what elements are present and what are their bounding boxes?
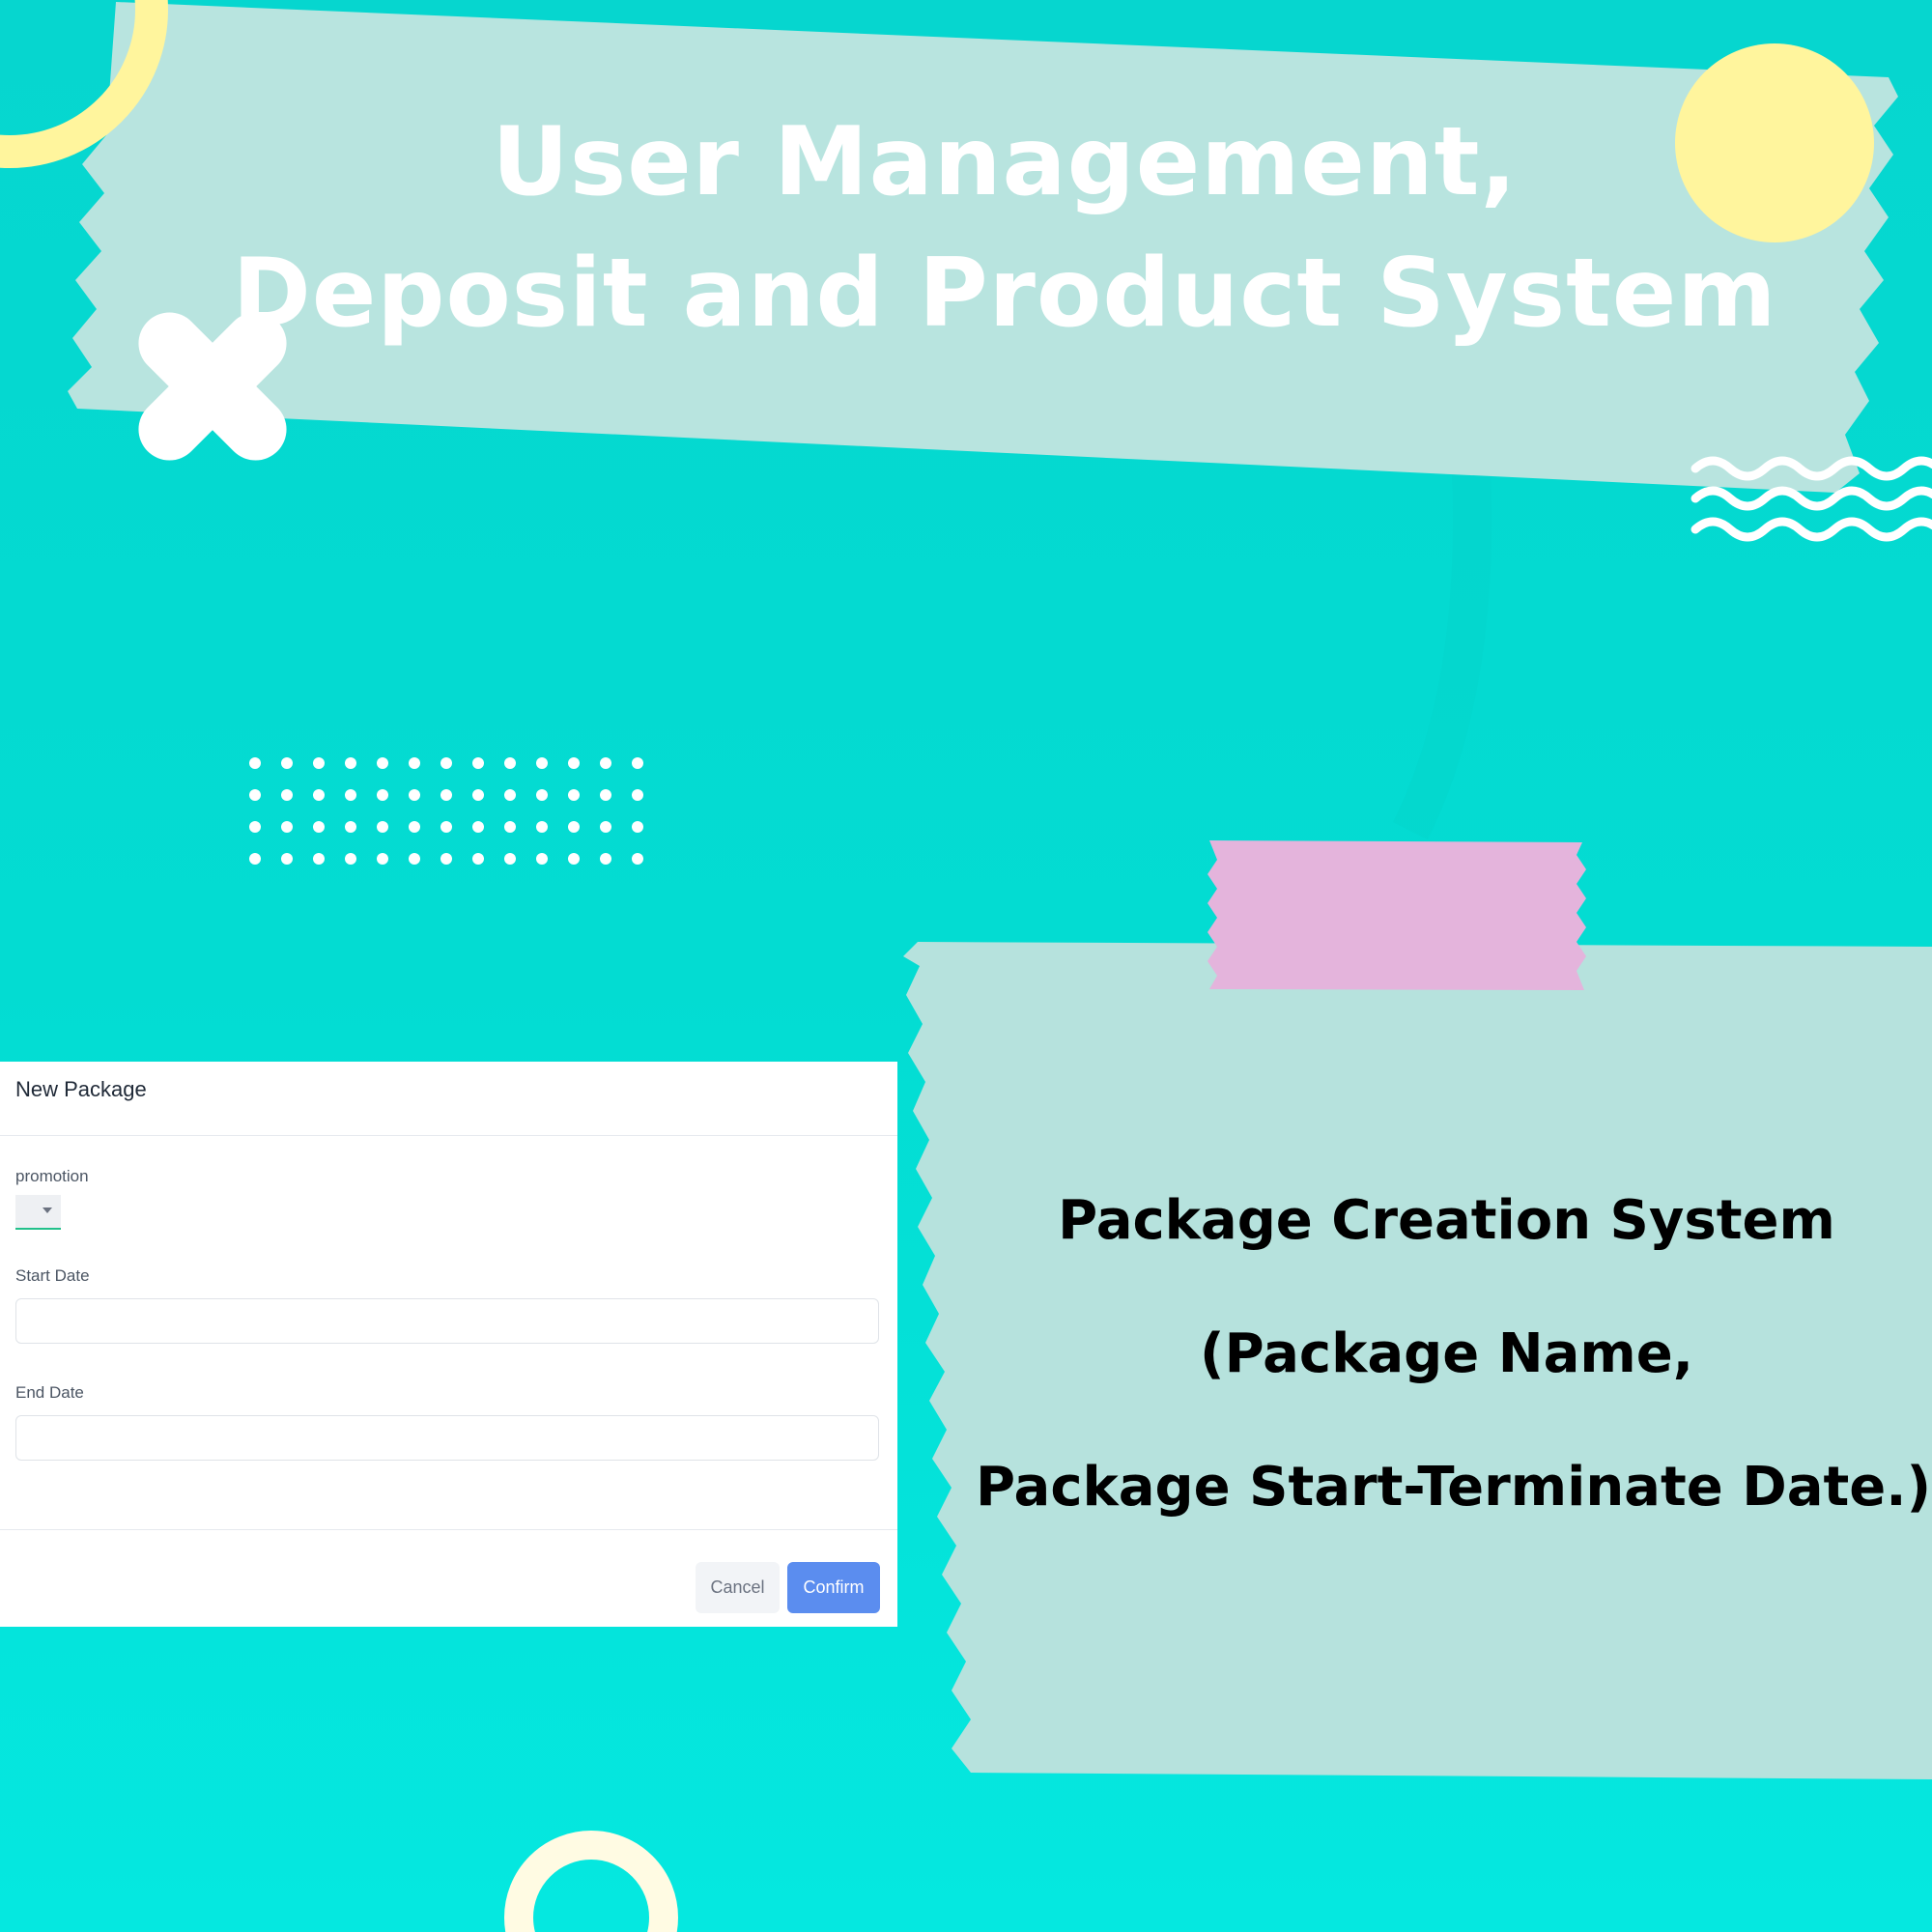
end-date-input[interactable] [15, 1415, 879, 1461]
white-wave-icon [1690, 456, 1932, 542]
title-line-1: User Management, [492, 107, 1518, 217]
note-paper [903, 942, 1932, 1779]
new-package-dialog: New Package promotion Start Date End Dat… [0, 1062, 897, 1627]
page-title: User Management, Deposit and Product Sys… [184, 97, 1826, 359]
white-cross-icon [138, 312, 287, 461]
start-date-input[interactable] [15, 1298, 879, 1344]
promotion-label: promotion [15, 1167, 89, 1185]
dot-grid-icon [249, 757, 643, 865]
confirm-button[interactable]: Confirm [787, 1562, 880, 1613]
pink-tape [1208, 840, 1586, 990]
cream-ring-icon [504, 1831, 678, 1932]
end-date-label: End Date [15, 1383, 84, 1402]
title-tape [68, 2, 1898, 493]
start-date-label: Start Date [15, 1266, 90, 1285]
title-line-2: Deposit and Product System [232, 239, 1777, 349]
dialog-title: New Package [0, 1062, 897, 1136]
yellow-circle-icon [1675, 43, 1874, 242]
note-line-3: Package Start-Terminate Date.) [976, 1456, 1932, 1519]
promotion-select[interactable] [15, 1195, 61, 1230]
note-line-2: (Package Name, [1200, 1322, 1693, 1385]
background-arc [1393, 423, 1492, 839]
caret-down-icon [43, 1208, 52, 1213]
note-line-1: Package Creation System [1058, 1189, 1835, 1252]
yellow-ring-icon [0, 0, 168, 168]
cancel-button[interactable]: Cancel [696, 1562, 780, 1613]
dialog-footer-divider [0, 1529, 897, 1530]
package-note: Package Creation System (Package Name, P… [976, 1154, 1932, 1554]
